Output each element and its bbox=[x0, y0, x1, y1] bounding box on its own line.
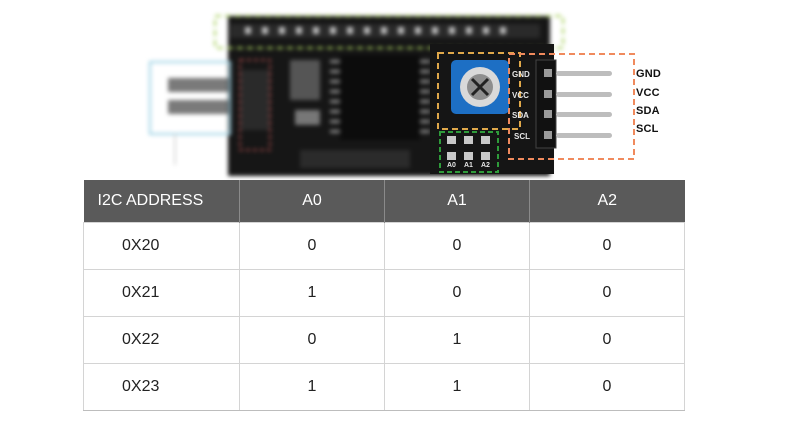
cell-address: 0X23 bbox=[83, 363, 240, 411]
header-a2: A2 bbox=[529, 180, 685, 223]
cell-a1: 1 bbox=[384, 363, 530, 411]
cell-a2: 0 bbox=[529, 222, 685, 270]
silk-label-vcc: VCC bbox=[512, 91, 529, 100]
cell-a2: 0 bbox=[529, 316, 685, 364]
lcd-i2c-board-figure: GND VCC SDA SCL A0 A1 A2 GND VCC SDA SCL bbox=[0, 0, 792, 180]
table-row: 0X22 0 1 0 bbox=[83, 316, 685, 364]
pin-label-vcc: VCC bbox=[636, 87, 660, 99]
cell-address: 0X22 bbox=[83, 316, 240, 364]
board-crisp-area bbox=[430, 44, 635, 174]
silk-label-gnd: GND bbox=[512, 70, 530, 79]
pin-label-gnd: GND bbox=[636, 68, 662, 80]
jumper-highlight-box bbox=[439, 131, 499, 173]
address-jumper-pads bbox=[447, 136, 490, 160]
silk-label-scl: SCL bbox=[514, 132, 530, 141]
table-header-row: I2C ADDRESS A0 A1 A2 bbox=[83, 180, 685, 223]
table-row: 0X23 1 1 0 bbox=[83, 363, 685, 411]
board-illustration bbox=[149, 15, 635, 176]
cell-a0: 1 bbox=[239, 363, 385, 411]
jumper-label-a0: A0 bbox=[447, 162, 456, 169]
header-highlight-box bbox=[508, 53, 635, 160]
cell-a1: 0 bbox=[384, 269, 530, 317]
cell-a0: 0 bbox=[239, 222, 385, 270]
header-pins bbox=[544, 69, 612, 139]
cell-a2: 0 bbox=[529, 269, 685, 317]
pin-label-sda: SDA bbox=[636, 105, 660, 117]
i2c-address-table: I2C ADDRESS A0 A1 A2 0X20 0 0 0 0X21 1 0… bbox=[83, 180, 685, 411]
cell-address: 0X21 bbox=[83, 269, 240, 317]
cell-a1: 0 bbox=[384, 222, 530, 270]
potentiometer-highlight-box bbox=[437, 52, 521, 130]
header-i2c-address: I2C ADDRESS bbox=[83, 180, 240, 223]
table-row: 0X20 0 0 0 bbox=[83, 222, 685, 270]
table-row: 0X21 1 0 0 bbox=[83, 269, 685, 317]
jumper-label-a1: A1 bbox=[464, 162, 473, 169]
jumper-label-a2: A2 bbox=[481, 162, 490, 169]
cell-a2: 0 bbox=[529, 363, 685, 411]
pin-label-scl: SCL bbox=[636, 123, 659, 135]
cell-address: 0X20 bbox=[83, 222, 240, 270]
cell-a0: 0 bbox=[239, 316, 385, 364]
cell-a0: 1 bbox=[239, 269, 385, 317]
header-a0: A0 bbox=[239, 180, 385, 223]
silk-label-sda: SDA bbox=[512, 111, 529, 120]
cell-a1: 1 bbox=[384, 316, 530, 364]
header-a1: A1 bbox=[384, 180, 530, 223]
